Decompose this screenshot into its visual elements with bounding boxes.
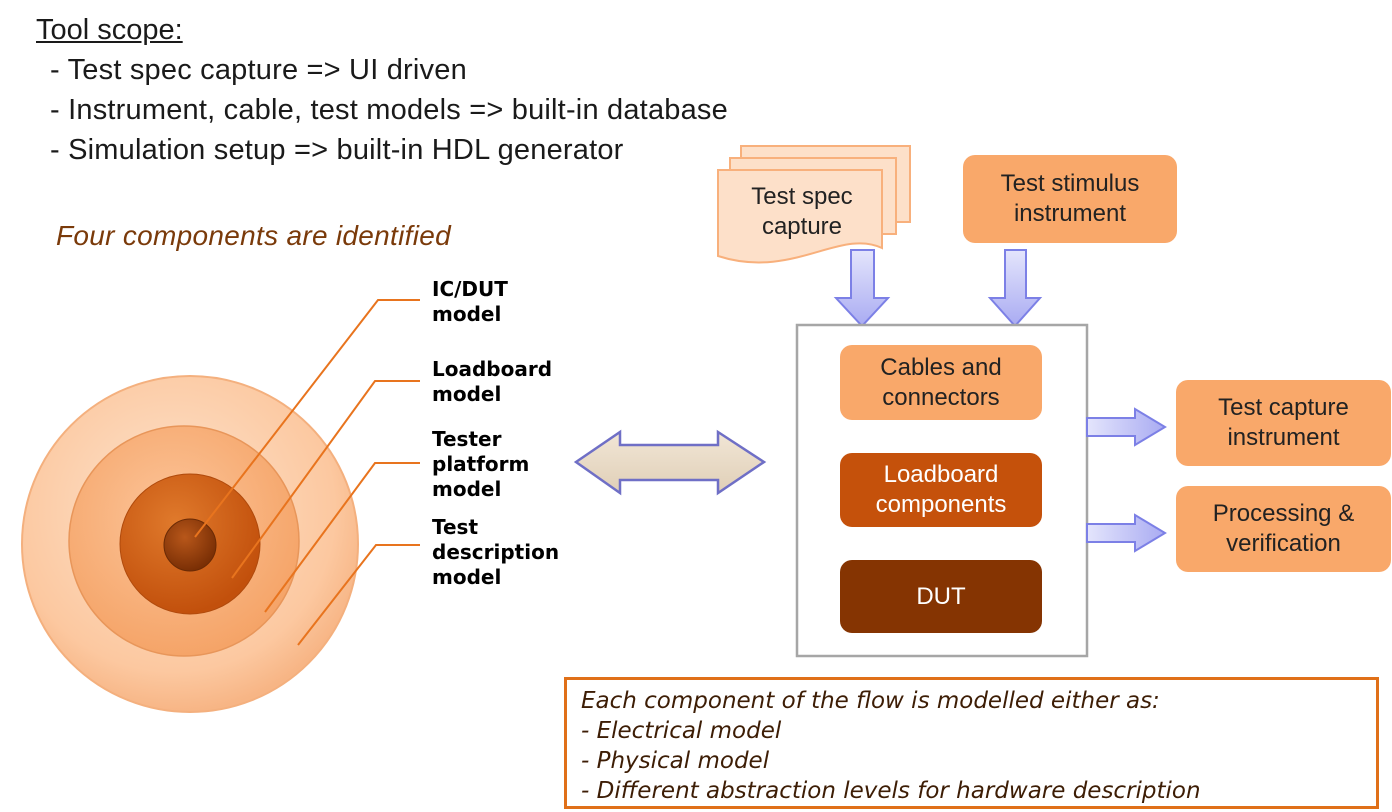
arrow-to-test-capture: [1086, 407, 1167, 447]
modelling-note: Each component of the flow is modelled e…: [564, 677, 1379, 809]
tool-scope-title: Tool scope:: [36, 14, 183, 46]
note-line: Each component of the flow is modelled e…: [581, 688, 1160, 714]
dut-core: [163, 518, 217, 572]
scope-item-spec-capture: - Test spec capture => UI driven: [50, 54, 467, 86]
arrow-stimulus-to-setup: [987, 249, 1043, 328]
test-spec-document-icon: [717, 145, 911, 264]
note-line: - Different abstraction levels for hardw…: [581, 778, 1201, 804]
leader-test-description: [297, 544, 420, 646]
components-heading: Four components are identified: [56, 220, 451, 251]
arrow-to-processing: [1086, 513, 1167, 553]
leader-ic-dut: [194, 299, 420, 538]
note-line: - Electrical model: [581, 718, 782, 744]
processing-verification-box: Processing &verification: [1176, 486, 1391, 572]
leader-loadboard: [231, 380, 420, 579]
leader-lines: [194, 299, 420, 646]
scope-item-models-database: - Instrument, cable, test models => buil…: [50, 94, 728, 126]
bidirectional-arrow: [573, 429, 767, 496]
dut-box: DUT: [840, 560, 1042, 633]
scope-item-hdl-generator: - Simulation setup => built-in HDL gener…: [50, 134, 624, 166]
arrow-spec-to-setup: [833, 249, 891, 328]
onion-diagram: [21, 375, 359, 713]
leader-tester: [264, 462, 420, 613]
note-line: - Physical model: [581, 748, 770, 774]
